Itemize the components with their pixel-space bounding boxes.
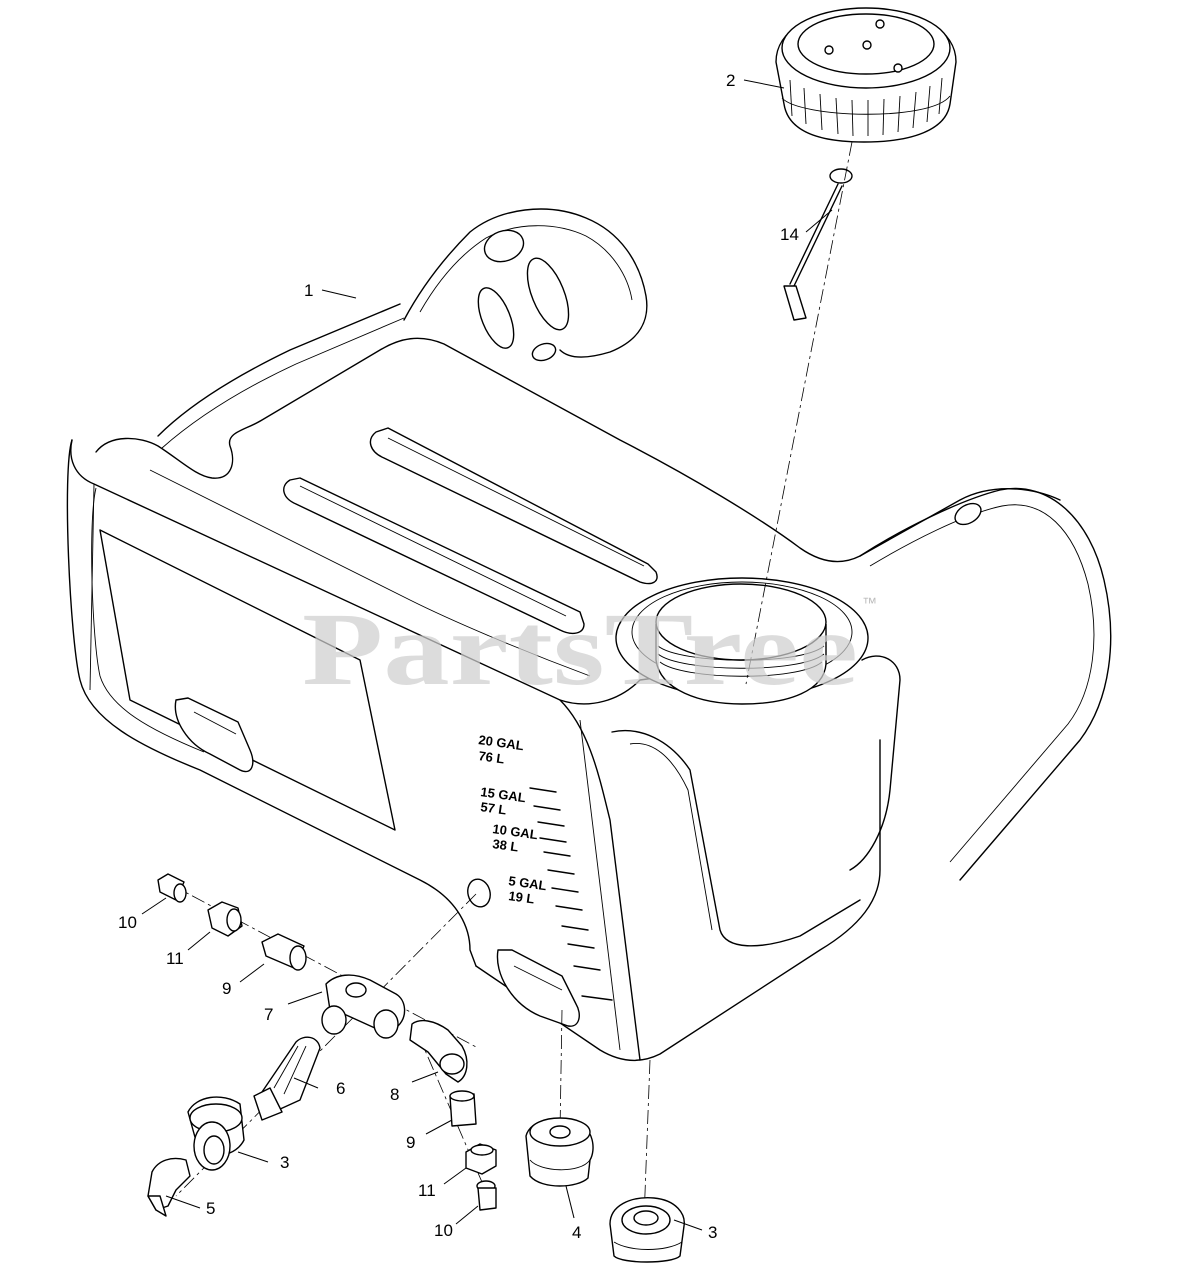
elbow-barb-drawing [147,1157,191,1217]
callout-strainer: 6 [336,1079,345,1098]
callout-nut-lower: 11 [418,1181,436,1200]
leader-lines [141,79,833,1231]
grad-19-l: 19 L [508,888,536,906]
plug-upper-drawing [157,873,187,903]
nut-upper-drawing [207,901,243,937]
callout-tee: 7 [264,1005,273,1024]
fitting-centerline-right [643,1059,651,1221]
elbow-fitting-drawing [409,1019,468,1083]
callout-elbow: 8 [390,1085,399,1104]
bulkhead-fitting-drawing [525,1117,594,1187]
nipple-lower-drawing [449,1090,477,1127]
grad-76-l: 76 L [478,748,506,766]
bulkhead-right-drawing [609,1197,685,1263]
dipstick-drawing [783,168,853,321]
nut-lower-drawing [465,1143,497,1175]
grad-5-gal: 5 GAL [508,873,548,893]
grad-10-gal: 10 GAL [492,821,539,842]
nipple-upper-drawing [261,933,307,971]
tank-cap-drawing [775,7,957,143]
strainer-drawing [253,1036,321,1121]
callout-nipple-lower: 9 [406,1133,415,1152]
callout-plug-upper: 10 [118,913,137,932]
grad-38-l: 38 L [492,836,520,854]
graduation-ticks [529,787,613,1001]
grad-15-gal: 15 GAL [480,784,527,805]
tee-fitting-drawing [321,974,406,1039]
cap-centerline [745,141,853,685]
grad-57-l: 57 L [480,799,508,817]
bulkhead-left-drawing [187,1096,245,1171]
callout-dipstick: 14 [780,225,799,244]
watermark: PartsTree ™ [302,592,877,707]
callout-bulkhead-right: 3 [708,1223,717,1242]
watermark-trademark: ™ [862,595,877,612]
callout-nipple-upper: 9 [222,979,231,998]
plug-lower-drawing [476,1180,497,1211]
callout-elbow-barb: 5 [206,1199,215,1218]
tank-graduation-labels: 20 GAL 76 L 15 GAL 57 L 10 GAL 38 L 5 GA… [478,732,548,906]
callout-cap: 2 [726,71,735,90]
fuel-tank-drawing [66,208,1112,1062]
callout-tank: 1 [304,281,313,300]
callout-bulkhead-left: 3 [280,1153,289,1172]
callout-nut-upper: 11 [166,949,184,968]
callout-labels: 1 2 14 10 11 9 7 6 8 9 3 11 5 10 4 3 [118,71,799,1242]
grad-20-gal: 20 GAL [478,732,525,753]
fitting-centerline-left [559,1009,563,1133]
callout-plug-lower: 10 [434,1221,453,1240]
callout-bulkhead-fitting: 4 [572,1223,581,1242]
watermark-text: PartsTree [302,592,858,707]
